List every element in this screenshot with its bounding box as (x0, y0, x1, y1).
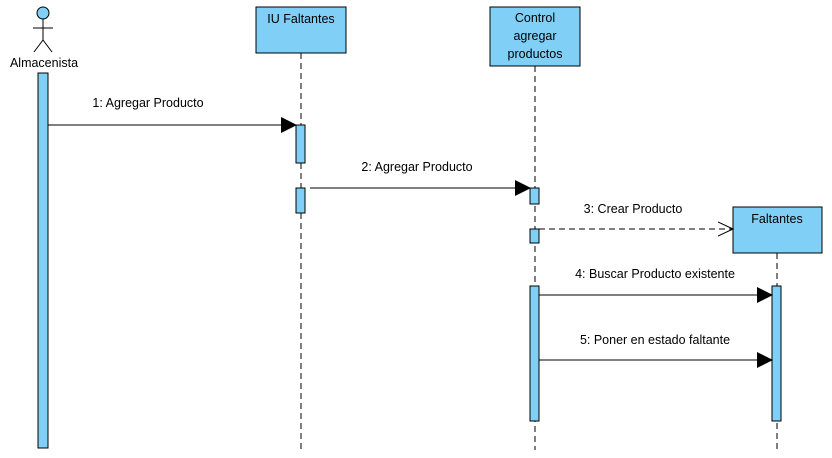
message-label-3: 3: Crear Producto (584, 202, 683, 216)
actor-activation-bar (37, 72, 49, 449)
activation-bar-iu-1 (295, 124, 306, 164)
activation-bar-control-1 (529, 187, 540, 205)
lifeline-box-iu-faltantes[interactable] (255, 6, 347, 54)
actor-name: Almacenista (10, 56, 78, 70)
lifeline-box-control-agregar-productos[interactable] (489, 6, 581, 67)
activation-bar-control-2 (529, 228, 540, 244)
message-label-1: 1: Agregar Producto (92, 96, 203, 110)
activation-bar-faltantes (771, 285, 782, 422)
message-label-2: 2: Agregar Producto (361, 160, 472, 174)
message-label-5: 5: Poner en estado faltante (580, 333, 730, 347)
lifeline-box-faltantes[interactable] (732, 206, 823, 254)
activation-bar-control-3 (529, 285, 540, 422)
lifeline-title-faltantes: Faltantes (751, 212, 802, 226)
lifeline-title-iu-faltantes: IU Faltantes (267, 12, 334, 26)
stick-figure-actor-icon (33, 6, 53, 53)
lifeline-title-control-line3: productos (508, 47, 563, 61)
lifeline-title-control-line1: Control (515, 11, 555, 25)
lifeline-title-control-line2: agregar (513, 29, 556, 43)
activation-bar-iu-2 (295, 187, 306, 214)
message-label-4: 4: Buscar Producto existente (575, 267, 735, 281)
